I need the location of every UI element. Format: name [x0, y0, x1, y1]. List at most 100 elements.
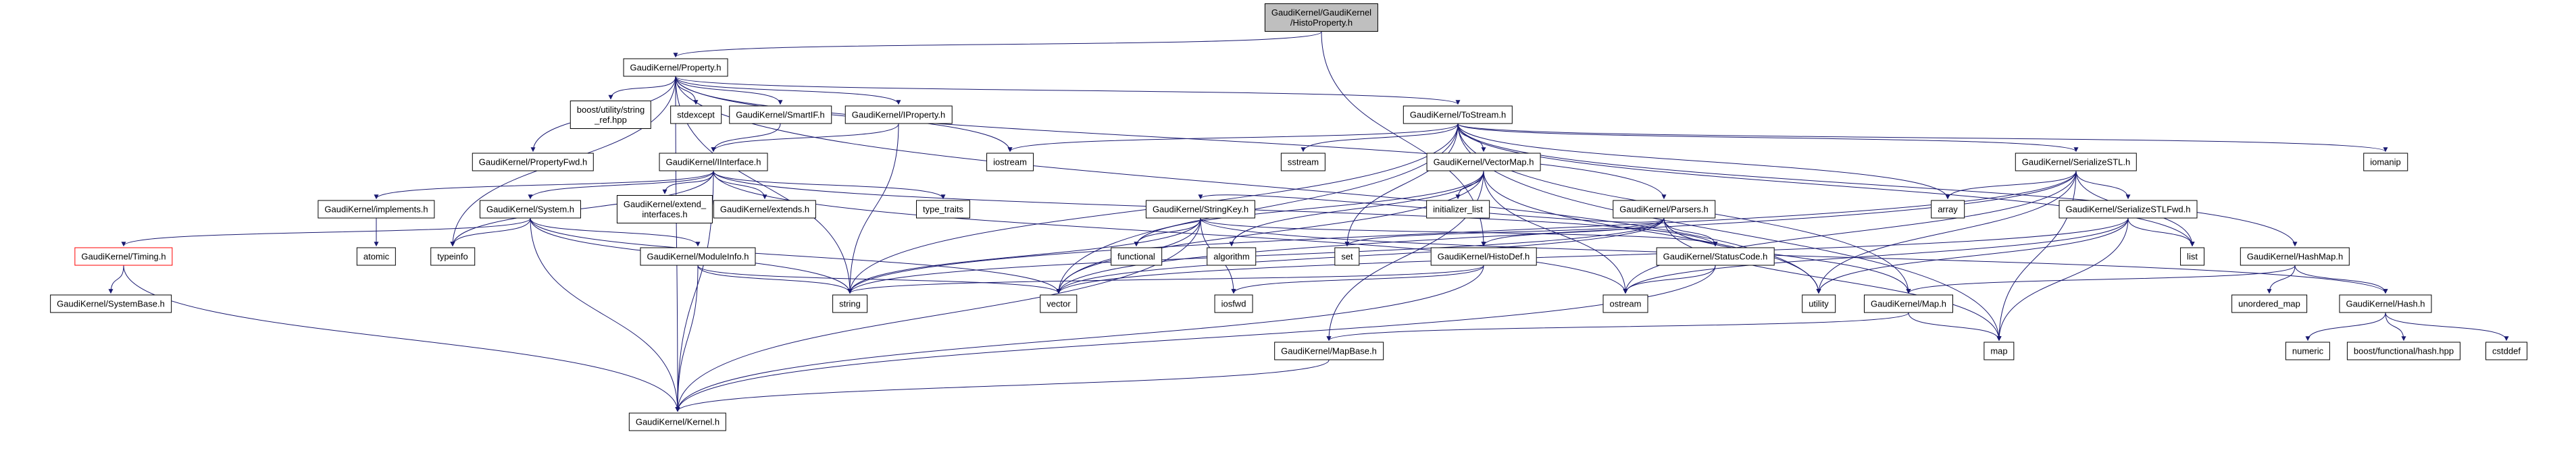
edge-parsers--histo-def — [1481, 218, 1665, 247]
edge-property--i-property — [675, 76, 901, 105]
edge-to-stream--vector-map — [1457, 124, 1486, 153]
edge-vector-map--utility — [1483, 171, 1821, 294]
graph-node-type-traits: type_traits — [916, 200, 970, 219]
graph-node-initializer-list: initializer_list — [1426, 200, 1490, 219]
edge-gaudi-hash--numeric — [2305, 313, 2386, 342]
edge-map-base--kernel — [675, 360, 1330, 412]
graph-node-smart-if[interactable]: GaudiKernel/SmartIF.h — [729, 105, 832, 124]
edge-module-info--kernel — [675, 265, 699, 412]
edge-system--module-info — [530, 218, 701, 247]
graph-node-typeinfo: typeinfo — [430, 247, 475, 266]
edge-i-interface--typeinfo — [450, 171, 714, 247]
edge-smart-if--i-interface — [711, 124, 781, 153]
edge-histo-def--kernel — [675, 265, 1484, 412]
graph-node-string-key[interactable]: GaudiKernel/StringKey.h — [1145, 200, 1256, 219]
edge-system--timing — [121, 218, 531, 247]
graph-node-gaudi-hash[interactable]: GaudiKernel/Hash.h — [2339, 294, 2432, 313]
graph-node-list: list — [2180, 247, 2204, 266]
edge-i-interface--system — [528, 171, 714, 200]
edge-to-stream--sstream — [1300, 124, 1459, 153]
graph-node-i-property[interactable]: GaudiKernel/IProperty.h — [844, 105, 953, 124]
graph-node-hash-map[interactable]: GaudiKernel/HashMap.h — [2240, 247, 2350, 266]
graph-node-iomanip: iomanip — [2363, 153, 2408, 171]
graph-node-boost-string-ref: boost/utility/string _ref.hpp — [570, 101, 652, 129]
graph-node-vector: vector — [1040, 294, 1078, 313]
edge-parsers--vector — [1056, 218, 1665, 294]
graph-node-sstream: sstream — [1280, 153, 1326, 171]
edge-status-code--kernel — [675, 265, 1716, 412]
graph-node-algorithm: algorithm — [1207, 247, 1257, 266]
edge-histo-def--string — [847, 265, 1484, 294]
graph-node-to-stream[interactable]: GaudiKernel/ToStream.h — [1403, 105, 1513, 124]
graph-node-set: set — [1334, 247, 1360, 266]
edge-system--kernel — [530, 218, 680, 412]
graph-node-histo-property: GaudiKernel/GaudiKernel /HistoProperty.h — [1264, 3, 1379, 32]
edge-property--parsers — [675, 76, 1667, 200]
edge-i-interface--extend-interfaces — [662, 171, 714, 194]
edge-timing--system-base — [108, 265, 124, 294]
graph-node-timing[interactable]: GaudiKernel/Timing.h — [74, 247, 173, 266]
edge-system--vector — [530, 218, 1061, 294]
edge-serialize-stl--serialize-stl-fwd — [2075, 171, 2131, 200]
graph-node-system-base[interactable]: GaudiKernel/SystemBase.h — [50, 294, 172, 313]
edge-gaudi-map--std-map — [1908, 313, 2002, 342]
edge-string-key--gaudi-hash — [1200, 218, 2388, 294]
graph-node-iosfwd: iosfwd — [1214, 294, 1253, 313]
graph-node-utility: utility — [1802, 294, 1836, 313]
edge-to-stream--iostream — [1007, 124, 1459, 153]
edge-vector-map--ostream — [1483, 171, 1628, 294]
graph-node-property[interactable]: GaudiKernel/Property.h — [623, 58, 728, 77]
edge-system--typeinfo — [450, 218, 531, 247]
edge-parsers--std-map — [1663, 218, 2002, 342]
graph-node-extend-interfaces[interactable]: GaudiKernel/extend_ interfaces.h — [616, 195, 713, 223]
edge-hash-map--unordered-map — [2267, 265, 2296, 294]
graph-node-histo-def[interactable]: GaudiKernel/HistoDef.h — [1430, 247, 1537, 266]
graph-node-serialize-stl-fwd[interactable]: GaudiKernel/SerializeSTLFwd.h — [2059, 200, 2198, 219]
graph-node-map-base[interactable]: GaudiKernel/MapBase.h — [1274, 342, 1384, 360]
edge-i-interface--type-traits — [713, 171, 946, 200]
graph-node-extends[interactable]: GaudiKernel/extends.h — [713, 200, 817, 219]
edge-property--smart-if — [675, 76, 783, 105]
edge-property--iostream — [675, 76, 1013, 153]
edge-hash-map--gaudi-map — [1906, 265, 2296, 294]
graph-node-stdexcept: stdexcept — [670, 105, 722, 124]
graph-node-unordered-map: unordered_map — [2231, 294, 2307, 313]
graph-node-boost-hash: boost/functional/hash.hpp — [2346, 342, 2461, 360]
edge-i-property--i-interface — [711, 124, 899, 153]
edge-to-stream--serialize-stl — [1457, 124, 2079, 153]
graph-node-implements[interactable]: GaudiKernel/implements.h — [318, 200, 435, 219]
edge-to-stream--hash-map — [1457, 124, 2298, 247]
edge-property--kernel — [675, 76, 680, 412]
edge-serialize-stl--std-map — [1996, 171, 2077, 342]
graph-node-std-map: map — [1984, 342, 2015, 360]
edge-to-stream--set — [1344, 124, 1459, 247]
graph-node-ostream: ostream — [1602, 294, 1648, 313]
graph-node-numeric: numeric — [2285, 342, 2331, 360]
graph-node-atomic: atomic — [356, 247, 397, 266]
edge-serialize-stl-fwd--std-map — [1996, 218, 2129, 342]
edge-to-stream--vector — [1056, 124, 1459, 294]
edge-property--boost-string-ref — [608, 76, 676, 100]
edge-parsers--set — [1344, 218, 1665, 247]
edge-histo-property--property — [673, 31, 1322, 58]
edge-hash-map--gaudi-hash — [2294, 265, 2388, 294]
graph-node-serialize-stl[interactable]: GaudiKernel/SerializeSTL.h — [2015, 153, 2138, 171]
graph-node-module-info[interactable]: GaudiKernel/ModuleInfo.h — [640, 247, 756, 266]
graph-node-status-code[interactable]: GaudiKernel/StatusCode.h — [1656, 247, 1775, 266]
graph-node-kernel[interactable]: GaudiKernel/Kernel.h — [628, 412, 727, 431]
edge-vector-map--functional — [1134, 171, 1484, 247]
edge-gaudi-map--map-base — [1326, 313, 1909, 342]
graph-node-iostream: iostream — [986, 153, 1034, 171]
graph-node-cstddef: cstddef — [2485, 342, 2527, 360]
graph-node-vector-map[interactable]: GaudiKernel/VectorMap.h — [1426, 153, 1541, 171]
graph-node-property-fwd[interactable]: GaudiKernel/PropertyFwd.h — [472, 153, 595, 171]
edge-to-stream--iomanip — [1457, 124, 2388, 153]
graph-node-gaudi-map[interactable]: GaudiKernel/Map.h — [1863, 294, 1954, 313]
graph-node-parsers[interactable]: GaudiKernel/Parsers.h — [1613, 200, 1715, 219]
edge-serialize-stl--ostream — [1623, 171, 2077, 294]
graph-node-system[interactable]: GaudiKernel/System.h — [479, 200, 582, 219]
edge-to-stream--array — [1457, 124, 1950, 200]
graph-node-i-interface[interactable]: GaudiKernel/IInterface.h — [659, 153, 768, 171]
graph-node-string: string — [832, 294, 867, 313]
